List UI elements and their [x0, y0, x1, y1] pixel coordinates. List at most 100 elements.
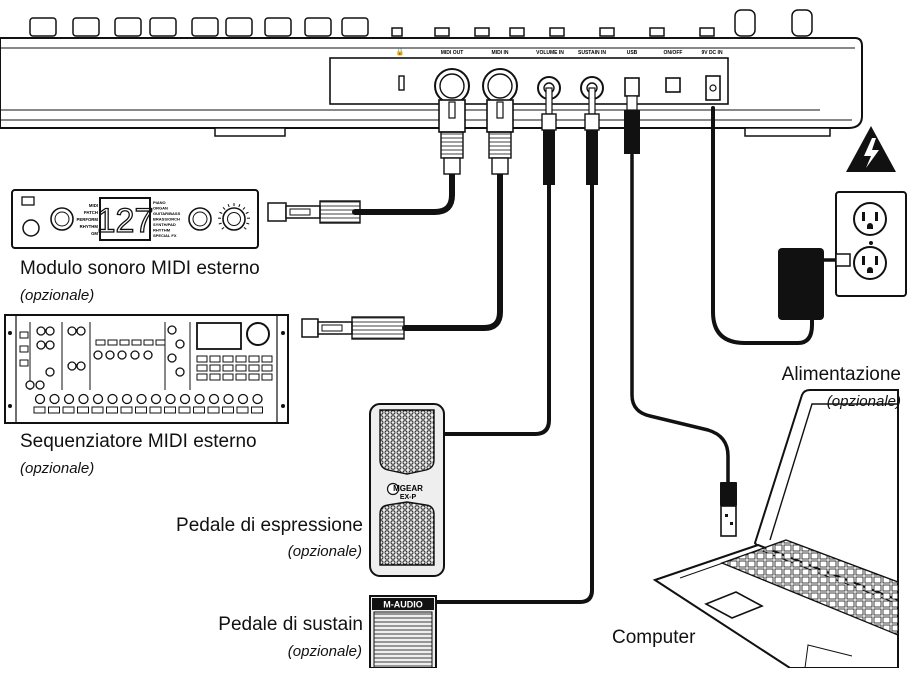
sound-module-menu-item: PERFORM — [77, 217, 99, 222]
sound-module-menu-item: PATCH — [84, 210, 98, 215]
sequencer-button — [20, 346, 28, 352]
sequencer-button — [262, 356, 272, 362]
sound-module-menu-item: GUITAR/BASS — [153, 211, 181, 216]
sound-module-menu-item: PIANO — [153, 200, 166, 205]
sequencer-button — [210, 374, 220, 380]
expression-pedal-logo-line2: EX-P — [400, 494, 417, 501]
sequencer-step-button — [136, 407, 147, 413]
sequencer-button — [197, 365, 207, 371]
sequencer-button — [197, 356, 207, 362]
warning-high-voltage-icon — [846, 126, 896, 172]
sequencer-step-knob — [181, 395, 190, 404]
sound-module-menu-item: SPECIAL FX — [153, 233, 177, 238]
sequencer-note: (opzionale) — [20, 460, 94, 477]
sequencer-knob — [68, 327, 76, 335]
sequencer-step-knob — [79, 395, 88, 404]
sequencer-step-knob — [152, 395, 161, 404]
sustain-in-jack — [581, 77, 603, 185]
sound-module-display: 127 — [97, 202, 154, 240]
sequencer-knob — [46, 327, 54, 335]
usb-connector — [624, 78, 640, 154]
sequencer-button — [236, 365, 246, 371]
power-note: (opzionale) — [827, 393, 901, 410]
sequencer-step-button — [121, 407, 132, 413]
sequencer-step-button — [78, 407, 89, 413]
cable-sustain — [436, 185, 592, 602]
cable-midi-out — [355, 172, 452, 212]
sequencer-step-knob — [239, 395, 248, 404]
sound-module-menu-item: BRASS/ORCH — [153, 217, 180, 222]
sequencer-button — [144, 340, 153, 345]
sequencer-knob — [176, 368, 184, 376]
sequencer-knob — [77, 327, 85, 335]
midi-in-connector — [483, 69, 517, 174]
sequencer-knob — [37, 327, 45, 335]
sequencer-knob — [68, 362, 76, 370]
expression-pedal-logo-line1: MGEAR — [393, 484, 423, 493]
sound-module-label: Modulo sonoro MIDI esterno — [20, 258, 260, 280]
sound-module-menu-item: MIDI — [89, 203, 98, 208]
sequencer-step-button — [179, 407, 190, 413]
sequencer-button — [156, 340, 165, 345]
power-label: Alimentazione — [782, 364, 901, 386]
sequencer-button — [197, 374, 207, 380]
sequencer-step-button — [208, 407, 219, 413]
sequencer-button — [236, 356, 246, 362]
sequencer-step-knob — [50, 395, 59, 404]
sequencer-step-button — [107, 407, 118, 413]
sequencer-button — [262, 374, 272, 380]
sound-module-menu-item: SYNTH/PAD — [153, 222, 176, 227]
sequencer-button — [96, 340, 105, 345]
sequencer-knob — [36, 381, 44, 389]
sequencer-button — [236, 374, 246, 380]
sequencer-knob — [176, 340, 184, 348]
sequencer-button — [223, 374, 233, 380]
port-label-on-off: ON/OFF — [664, 50, 683, 56]
sequencer-button — [262, 365, 272, 371]
keyboard-rear-panel: 🔒 MIDI OUT MIDI IN VOLUME IN SUSTAIN IN … — [0, 10, 862, 136]
sequencer-step-button — [49, 407, 60, 413]
sequencer-step-knob — [123, 395, 132, 404]
sequencer-step-button — [252, 407, 263, 413]
sequencer-step-button — [237, 407, 248, 413]
sequencer-step-knob — [94, 395, 103, 404]
sustain-pedal-label: Pedale di sustain — [218, 614, 363, 636]
sequencer-button — [249, 374, 259, 380]
expression-pedal-label: Pedale di espressione — [176, 515, 363, 537]
sequencer-step-button — [34, 407, 45, 413]
sequencer-button — [223, 365, 233, 371]
sequencer-knob — [168, 326, 176, 334]
sequencer-step-knob — [253, 395, 262, 404]
sequencer-step-knob — [210, 395, 219, 404]
top-controls — [30, 10, 812, 36]
sequencer-step-button — [63, 407, 74, 413]
sequencer-step-knob — [137, 395, 146, 404]
sequencer-midi-plug — [302, 317, 404, 339]
sound-module-menu-item: RHYTHM — [80, 224, 99, 229]
sequencer-knob — [77, 362, 85, 370]
port-label-usb: USB — [627, 50, 638, 56]
sequencer-step-button — [223, 407, 234, 413]
sequencer-knob — [46, 341, 54, 349]
sequencer-button — [249, 356, 259, 362]
sequencer-knob — [94, 351, 102, 359]
sequencer-button — [132, 340, 141, 345]
sustain-pedal-logo: M-AUDIO — [383, 600, 423, 610]
sequencer-knob — [26, 381, 34, 389]
port-label-power-in: 9V DC IN — [701, 50, 723, 56]
usb-plug-icon — [720, 482, 737, 536]
sequencer-knob — [168, 354, 176, 362]
expression-pedal-device: MGEAR EX-P — [370, 404, 444, 576]
sustain-pedal-device: M-AUDIO — [370, 596, 436, 668]
port-label-midi-in: MIDI IN — [492, 50, 509, 56]
sound-module-menu-item: GM — [91, 231, 98, 236]
sequencer-knob — [106, 351, 114, 359]
kensington-lock-icon: 🔒 — [396, 48, 405, 56]
sequencer-device — [5, 315, 288, 423]
kensington-slot — [399, 76, 404, 90]
sequencer-knob — [118, 351, 126, 359]
sound-module-note: (opzionale) — [20, 287, 94, 304]
